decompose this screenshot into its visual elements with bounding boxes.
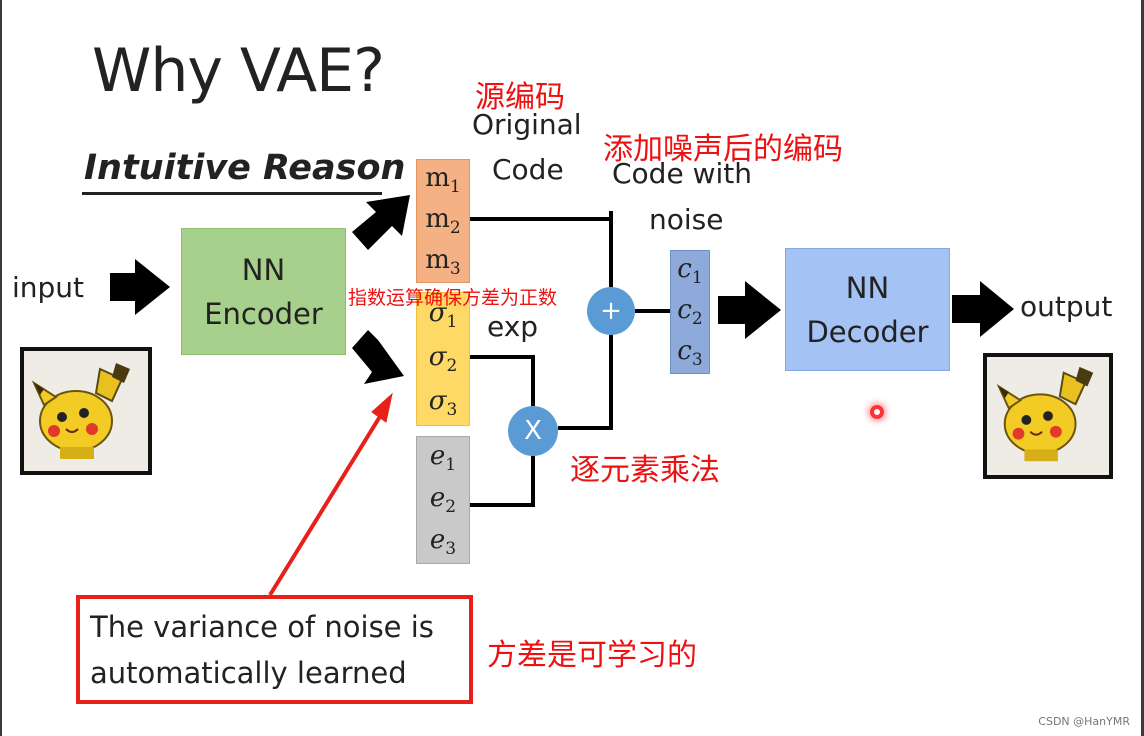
decoder-line1: NN (845, 270, 890, 305)
label-original: Original (472, 108, 582, 141)
vector-sigma-item: σ2 (428, 341, 458, 377)
vector-m-item: m3 (425, 244, 461, 279)
label-input: input (12, 271, 85, 304)
frame-right-edge (1141, 0, 1144, 736)
label-code: Code (492, 153, 564, 186)
vector-sigma: σ1 σ2 σ3 (416, 292, 470, 426)
multiply-operator-icon: X (508, 406, 558, 456)
subtitle-underline (82, 192, 382, 195)
vector-sigma-item: σ1 (428, 297, 458, 333)
label-output: output (1020, 290, 1113, 323)
annotation-exp-positive: 指数运算确保方差为正数 (348, 287, 558, 309)
note-line1: The variance of noise is (90, 610, 434, 644)
decoder-line2: Decoder (806, 314, 929, 349)
pikachu-icon (987, 357, 1109, 475)
label-noise: noise (649, 203, 724, 236)
vector-sigma-item: σ3 (428, 385, 458, 421)
red-pointer-head (371, 392, 393, 423)
label-exp: exp (487, 310, 539, 343)
wire-sigma-to-times (468, 355, 535, 406)
note-box (76, 595, 473, 704)
cursor-dot-icon (870, 405, 884, 419)
vector-e-item: e3 (429, 524, 457, 560)
nn-encoder-block: NN Encoder (181, 228, 346, 355)
frame-left-edge (0, 0, 2, 736)
note-text: The variance of noise is automatically l… (90, 604, 434, 696)
annotation-elementwise: 逐元素乘法 (570, 453, 720, 488)
vector-e: e1 e2 e3 (416, 436, 470, 564)
wire-m-to-plus (468, 217, 613, 287)
vector-c: c1 c2 c3 (670, 250, 710, 374)
wire-times-to-plus (558, 335, 613, 430)
arrow-output (952, 281, 1014, 337)
subtitle: Intuitive Reason (84, 148, 406, 188)
vector-m-item: m1 (425, 163, 461, 198)
vector-m-item: m2 (425, 203, 461, 239)
pikachu-icon (24, 351, 148, 471)
output-image (983, 353, 1113, 479)
vector-e-item: e2 (429, 482, 457, 518)
annotation-variance-learned: 方差是可学习的 (487, 638, 697, 673)
red-pointer-line (268, 408, 386, 597)
input-image (20, 347, 152, 475)
arrow-c-to-decoder (718, 281, 781, 339)
page-title: Why VAE? (92, 36, 385, 106)
watermark: CSDN @HanYMR (1038, 715, 1130, 728)
encoder-line2: Encoder (204, 296, 323, 331)
arrow-input (110, 259, 170, 315)
vector-c-item: c2 (677, 294, 703, 330)
vector-m: m1 m2 m3 (416, 159, 470, 283)
plus-operator-icon: + (587, 287, 635, 335)
note-line2: automatically learned (90, 656, 407, 690)
vector-c-item: c1 (677, 254, 703, 289)
arrow-to-m (352, 195, 410, 250)
encoder-line1: NN (241, 252, 286, 287)
wire-e-to-times (468, 456, 535, 507)
nn-decoder-block: NN Decoder (785, 248, 950, 371)
annotation-noisy-code: 添加噪声后的编码 (603, 132, 843, 167)
annotation-source-code: 源编码 (475, 80, 565, 115)
vector-e-item: e1 (429, 440, 457, 476)
label-code-with: Code with (612, 157, 752, 190)
arrow-to-sigma (352, 330, 404, 384)
vector-c-item: c3 (677, 335, 703, 370)
